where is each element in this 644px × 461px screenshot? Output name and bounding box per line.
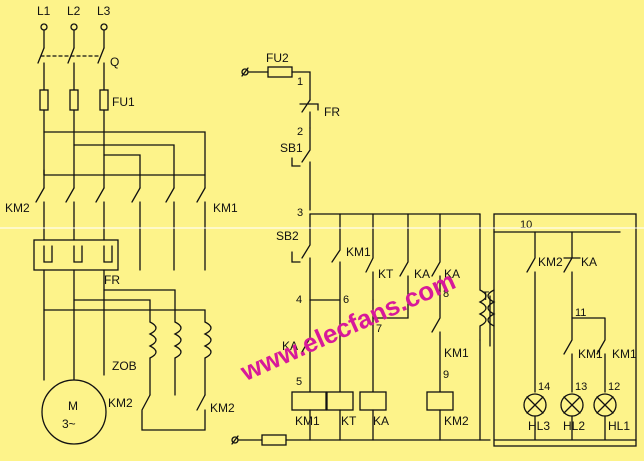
label-coil-kt: KT	[341, 414, 357, 428]
node-7: 7	[376, 323, 382, 335]
motor-symbol	[41, 379, 107, 445]
label-motor: M	[68, 399, 78, 413]
node-12: 12	[608, 381, 620, 393]
lamp-hl3	[523, 393, 547, 417]
label-coil-km2: KM2	[444, 414, 469, 428]
label-fr-main: FR	[104, 273, 120, 287]
label-km2-main: KM2	[5, 201, 30, 215]
label-l1: L1	[37, 4, 51, 18]
label-motor-phase: 3~	[62, 417, 76, 431]
node-10: 10	[520, 219, 532, 231]
node-8: 8	[443, 288, 449, 300]
label-coil-ka: KA	[373, 414, 389, 428]
label-coil-km1: KM1	[295, 414, 320, 428]
label-km2-star: KM2	[108, 396, 133, 410]
node-13: 13	[575, 381, 587, 393]
label-hl2: HL2	[563, 419, 585, 433]
watermark-text: www.elecfans.com	[235, 265, 460, 387]
node-4: 4	[296, 294, 302, 306]
node-2: 2	[297, 126, 303, 138]
node-14: 14	[538, 381, 550, 393]
label-transformer: T	[482, 289, 490, 303]
label-sb2: SB2	[276, 229, 299, 243]
label-l2: L2	[67, 4, 81, 18]
node-11: 11	[575, 307, 586, 319]
main-power-circuit: L1 L2 L3 Q FU1 KM2 KM1 FR ZOB KM2	[5, 4, 238, 445]
control-circuit: FU2 1 FR 2 SB1 3 SB2 KM1 4 KA 5 KT 6 7 K…	[231, 51, 496, 446]
node-3: 3	[297, 207, 303, 219]
node-5: 5	[296, 376, 302, 388]
label-ka-contact-2: KA	[444, 267, 460, 281]
label-km1-hold: KM1	[346, 245, 371, 259]
label-q: Q	[110, 55, 119, 69]
label-ka-ctrl: KA	[282, 339, 298, 353]
label-ka-contact: KA	[414, 267, 430, 281]
label-km1-lamp: KM1	[578, 347, 603, 361]
node-6: 6	[343, 294, 349, 306]
label-hl1: HL1	[608, 419, 630, 433]
label-fu2: FU2	[266, 51, 289, 65]
coil-km2	[426, 391, 454, 411]
lamp-hl1	[593, 393, 617, 417]
label-km1-main: KM1	[213, 201, 238, 215]
label-zob: ZOB	[112, 359, 137, 373]
label-l3: L3	[97, 4, 111, 18]
label-km1-interlock: KM1	[444, 346, 469, 360]
label-km1-lamp-2: KM1	[612, 347, 637, 361]
coil-ka	[359, 391, 387, 411]
coil-km1	[291, 391, 327, 411]
label-km2-star-right: KM2	[210, 401, 235, 415]
lamp-hl2	[560, 393, 584, 417]
label-sb1: SB1	[280, 141, 303, 155]
coil-kt	[326, 391, 354, 411]
node-1: 1	[297, 76, 303, 88]
label-km2-lamp: KM2	[538, 255, 563, 269]
label-fu1: FU1	[112, 95, 135, 109]
label-fr-ctrl: FR	[324, 105, 340, 119]
lamp-circuit: 10 KM2 KA 11 KM1 KM1 14 13 12 HL3 HL2 HL…	[493, 213, 637, 447]
label-hl3: HL3	[528, 419, 550, 433]
node-9: 9	[443, 369, 449, 381]
label-kt-contact: KT	[378, 267, 394, 281]
label-ka-lamp: KA	[581, 255, 597, 269]
